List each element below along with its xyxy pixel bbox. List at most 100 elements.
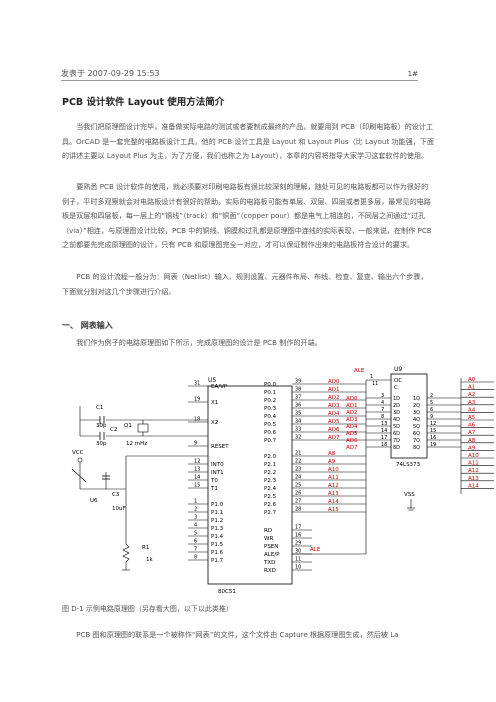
- u9-in-net: AD7: [346, 445, 358, 451]
- u9-q-label: 7Q: [413, 438, 420, 444]
- u5-pin-number: 32: [295, 435, 301, 441]
- u5-pin-number: 4: [194, 523, 197, 529]
- u9-q-label: 4Q: [413, 417, 420, 423]
- paragraph-intro: 当我们把原理图设计完毕，准备做实际电路的测试或者要制成最终的产品，就要用到 PC…: [62, 122, 434, 160]
- u5-pin-number: 2: [194, 507, 197, 513]
- figure-caption: 图 D-1 示例电路原理图（另存看大图，以下以此类推）: [62, 605, 233, 613]
- net-label: AD5: [328, 419, 340, 425]
- c2-label: C2: [110, 427, 117, 433]
- u9-in-net: AD0: [346, 396, 358, 402]
- net-label: A13: [328, 491, 339, 497]
- bus-net-label: A6: [468, 423, 476, 429]
- u9-pin-number: 12: [430, 421, 436, 427]
- u9-pin-number: 19: [430, 442, 436, 448]
- u9-pin-number: 16: [430, 435, 436, 441]
- net-label: AD3: [328, 403, 340, 409]
- u9-q-label: 1Q: [413, 396, 420, 402]
- u5-pin-label: P0.5: [264, 422, 277, 428]
- u9-pin-number: 6: [430, 407, 433, 413]
- bus-net-label: A11: [468, 461, 479, 467]
- u5-pin-label: P2.2: [264, 470, 276, 476]
- u5-pin-number: 13: [194, 467, 200, 473]
- u5-pin-label: P0.3: [264, 406, 277, 412]
- u5-pin-number: 14: [194, 475, 200, 481]
- u5-pin-label: P1.2: [211, 518, 223, 524]
- c1-label: C1: [96, 405, 103, 411]
- u5-pin-number: 37: [295, 395, 301, 401]
- u5-pin-number: 28: [295, 507, 301, 513]
- u9-pin-number: 15: [430, 428, 436, 434]
- net-label: AD7: [328, 435, 340, 441]
- u5-pin-label: P0.4: [264, 414, 277, 420]
- net-label: AD0: [328, 379, 340, 385]
- u9-in-net: AD2: [346, 410, 358, 416]
- u5-pin-label: P0.2: [264, 398, 276, 404]
- u5-pin-label: P0.0: [264, 382, 277, 388]
- paragraph-netlist-relation: PCB 图和原理图的联系是一个被称作“网表”的文件，这个文件由 Capture …: [76, 630, 399, 639]
- bus-net-label: A0: [468, 377, 476, 383]
- u5-pin-number: 35: [295, 411, 301, 417]
- net-label: A14: [328, 499, 339, 505]
- paragraph-example-intro: 我们作为例子的电路原理图如下所示，完成原理图的设计是 PCB 制作的开端。: [76, 338, 322, 347]
- vss-label: VSS: [404, 492, 415, 498]
- u5-pin-number: 18: [194, 417, 200, 423]
- u9-q-label: 2Q: [413, 403, 420, 409]
- u5-pin-label: EA/VP: [211, 384, 228, 390]
- u5-pin-label: T0: [210, 478, 218, 484]
- u5-name: U5: [208, 377, 216, 384]
- u5-pin-label: X1: [211, 400, 218, 406]
- u5-pin-number: 10: [295, 565, 301, 571]
- u9-d-label: 3D: [393, 410, 400, 416]
- u9-pin-number: 1: [370, 374, 373, 380]
- u5-pin-label: P1.5: [211, 542, 224, 548]
- u5-pin-number: 7: [194, 547, 197, 553]
- u5-pin-label: P2.6: [264, 502, 277, 508]
- bus-net-label: A12: [468, 468, 479, 474]
- paragraph-design-flow: PCB 的设计流程一般分为：网表（Netlist）输入、规则设置、元器件布局、布…: [62, 272, 428, 296]
- u9-in-net: AD3: [346, 417, 358, 423]
- u5-pin-label: X2: [211, 420, 218, 426]
- bus-net-label: A8: [468, 438, 476, 444]
- u5-pin-number: 6: [194, 539, 197, 545]
- u5-pin-number: 16: [295, 533, 301, 539]
- u5-pin-number: 15: [194, 483, 200, 489]
- u9-q-label: 8Q: [413, 445, 420, 451]
- u5-pin-label: RD: [264, 528, 272, 534]
- c3-label: C3: [112, 492, 120, 498]
- u9-d-label: 2D: [393, 403, 400, 409]
- u9-d-label: 7D: [393, 438, 400, 444]
- u9-pin-label: C: [394, 385, 398, 391]
- u5-pin-label: TXD: [263, 560, 275, 566]
- net-label: AD2: [328, 395, 340, 401]
- u5-pin-number: 22: [295, 459, 301, 465]
- u9-pin-number: 9: [430, 414, 433, 420]
- u5-pin-label: P2.7: [264, 510, 277, 516]
- bus-net-label: A3: [468, 400, 476, 406]
- ale-net-label: ALE: [310, 547, 321, 553]
- u5-pin-number: 34: [295, 419, 301, 425]
- u5-pin-label: T1: [210, 486, 218, 492]
- bus-net-label: A1: [468, 385, 475, 391]
- bus-net-label: A4: [468, 407, 476, 413]
- u5-pin-number: 9: [194, 441, 197, 447]
- u5-pin-number: 3: [194, 515, 197, 521]
- u5-pin-number: 29: [295, 541, 301, 547]
- r1-label: R1: [142, 545, 149, 551]
- r1-value: 1k: [146, 557, 153, 563]
- u9-pin-number: 2: [430, 393, 433, 399]
- u9-pin-number: 11: [372, 381, 378, 387]
- article-title: PCB 设计软件 Layout 使用方法简介: [62, 97, 225, 108]
- vcc-label: VCC: [72, 450, 84, 456]
- u5-pin-number: 25: [295, 483, 301, 489]
- u9-part: 74LS373: [396, 462, 421, 468]
- u5-pin-label: P1.1: [211, 510, 223, 516]
- u5-pin-number: 21: [295, 451, 301, 457]
- post-meta: 发表于 2007-09-29 15:53: [61, 69, 160, 78]
- u5-pin-number: 8: [194, 555, 197, 561]
- u9-in-net: AD5: [346, 431, 358, 437]
- u5-pin-label: INT1: [211, 470, 224, 476]
- u9-q-label: 3Q: [413, 410, 420, 416]
- u5-pin-number: 30: [295, 549, 301, 555]
- net-label: AD6: [328, 427, 340, 433]
- u9-d-label: 8D: [393, 445, 400, 451]
